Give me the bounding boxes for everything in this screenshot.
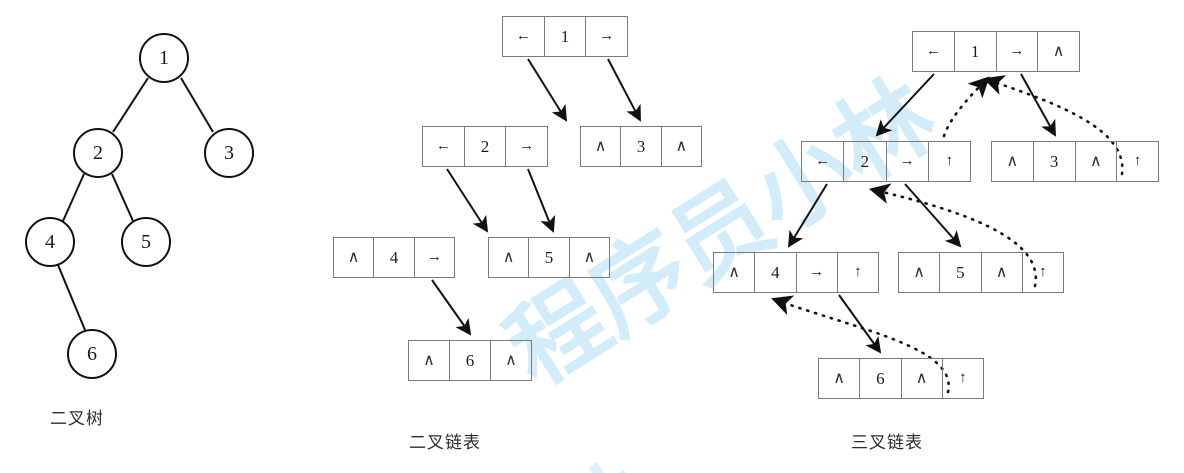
tree-edge-1-3 [180, 77, 214, 133]
ternary-node-6-parent: ↑ [959, 370, 967, 386]
tree-node-label: 6 [87, 342, 97, 365]
ternary-parent-link-group [771, 75, 1124, 394]
binary-node-4-lchild: ∧ [334, 238, 375, 277]
binary-link-4-right [431, 279, 472, 336]
binary-link-2-right [527, 168, 556, 233]
binary-link-1-left [527, 58, 568, 122]
caption-binary-linked-list: 二叉链表 [409, 433, 481, 453]
tree-edge-2-5 [111, 173, 134, 222]
tree-node-label: 2 [93, 141, 103, 164]
ternary-node-3-rchild: ∧ [1076, 142, 1118, 181]
binary-node-2-rchild: → [519, 138, 535, 154]
binary-node-4: ∧4 → [333, 237, 455, 278]
binary-node-5-lchild: ∧ [489, 238, 530, 277]
tree-edge-4-6 [57, 264, 86, 331]
binary-node-3-data: 3 [621, 127, 662, 166]
ternary-node-6-data: 6 [860, 359, 902, 398]
ternary-node-4-parent: ↑ [854, 264, 862, 280]
tree-edge-group [57, 77, 214, 331]
binary-node-6-rchild: ∧ [505, 351, 517, 369]
ternary-node-3-lchild: ∧ [992, 142, 1034, 181]
binary-node-1-rchild: → [599, 28, 615, 44]
binary-link-2-left [446, 168, 489, 233]
tree-edge-1-2 [112, 77, 149, 133]
ternary-child-link-group [787, 73, 1056, 354]
ternary-node-1: ←1→ ∧ [912, 31, 1080, 72]
ternary-node-4-rchild: → [797, 253, 838, 292]
tree-node-5: 5 [121, 217, 171, 267]
caption-binary-tree: 二叉树 [50, 409, 104, 429]
ternary-node-3: ∧3∧ ↑ [991, 141, 1159, 182]
ternary-link-2-left [787, 183, 828, 248]
tree-node-3: 3 [204, 128, 254, 178]
binary-node-6-lchild: ∧ [409, 341, 450, 380]
binary-node-6-data: 6 [450, 341, 491, 380]
binary-node-2-data: 2 [465, 127, 507, 166]
binary-link-1-right [607, 58, 641, 122]
tree-edge-2-4 [62, 173, 85, 222]
ternary-link-1-right [1020, 73, 1056, 137]
binary-node-4-data: 4 [374, 238, 415, 277]
ternary-node-2-rchild: → [887, 142, 929, 181]
binary-node-3: ∧3∧ [580, 126, 702, 167]
ternary-node-6: ∧6∧ ↑ [818, 358, 984, 399]
parent-link-3-to-1 [983, 75, 1124, 176]
ternary-node-5: ∧5∧ ↑ [898, 252, 1064, 293]
ternary-node-2: ←2→ ↑ [801, 141, 971, 182]
tree-node-1: 1 [139, 33, 189, 83]
ternary-link-1-left [875, 73, 935, 137]
ternary-link-2-right [904, 183, 962, 248]
ternary-node-6-rchild: ∧ [902, 359, 943, 398]
ternary-node-4-lchild: ∧ [714, 253, 756, 292]
binary-list-link-group [431, 58, 641, 336]
binary-node-5-data: 5 [529, 238, 570, 277]
binary-node-1: ←1 → [502, 16, 628, 57]
parent-link-6-to-4 [771, 295, 950, 394]
ternary-node-5-data: 5 [940, 253, 982, 292]
caption-ternary-linked-list: 三叉链表 [851, 433, 923, 453]
tree-node-label: 4 [45, 230, 55, 253]
ternary-node-1-lchild: ← [913, 32, 955, 71]
tree-node-label: 1 [159, 46, 169, 69]
binary-node-4-rchild: → [426, 249, 442, 265]
binary-node-2: ←2 → [422, 126, 548, 167]
ternary-node-2-data: 2 [844, 142, 887, 181]
binary-node-1-lchild: ← [503, 17, 545, 56]
binary-node-6: ∧6∧ [408, 340, 532, 381]
ternary-node-6-lchild: ∧ [819, 359, 861, 398]
ternary-node-2-parent: ↑ [945, 153, 954, 169]
ternary-node-3-parent: ↑ [1133, 153, 1142, 169]
ternary-link-4-right [838, 294, 882, 354]
tree-node-label: 3 [224, 141, 234, 164]
ternary-node-1-data: 1 [955, 32, 997, 71]
parent-link-5-to-2 [868, 183, 1038, 288]
ternary-node-2-lchild: ← [802, 142, 845, 181]
binary-node-5: ∧5∧ [488, 237, 610, 278]
ternary-node-4: ∧4→ ↑ [713, 252, 879, 293]
tree-node-label: 5 [141, 230, 151, 253]
binary-node-1-data: 1 [545, 17, 587, 56]
ternary-node-1-rchild: → [997, 32, 1039, 71]
tree-node-4: 4 [25, 217, 75, 267]
tree-node-6: 6 [67, 329, 117, 379]
binary-node-2-lchild: ← [423, 127, 465, 166]
binary-node-5-rchild: ∧ [583, 248, 596, 266]
ternary-node-5-rchild: ∧ [982, 253, 1023, 292]
binary-node-3-rchild: ∧ [675, 137, 688, 155]
ternary-node-5-lchild: ∧ [899, 253, 941, 292]
ternary-node-4-data: 4 [755, 253, 797, 292]
parent-link-2-to-1 [942, 76, 990, 138]
tree-node-2: 2 [73, 128, 123, 178]
binary-node-3-lchild: ∧ [581, 127, 622, 166]
ternary-node-1-parent: ∧ [1052, 42, 1065, 60]
ternary-node-3-data: 3 [1034, 142, 1076, 181]
ternary-node-5-parent: ↑ [1039, 264, 1047, 280]
